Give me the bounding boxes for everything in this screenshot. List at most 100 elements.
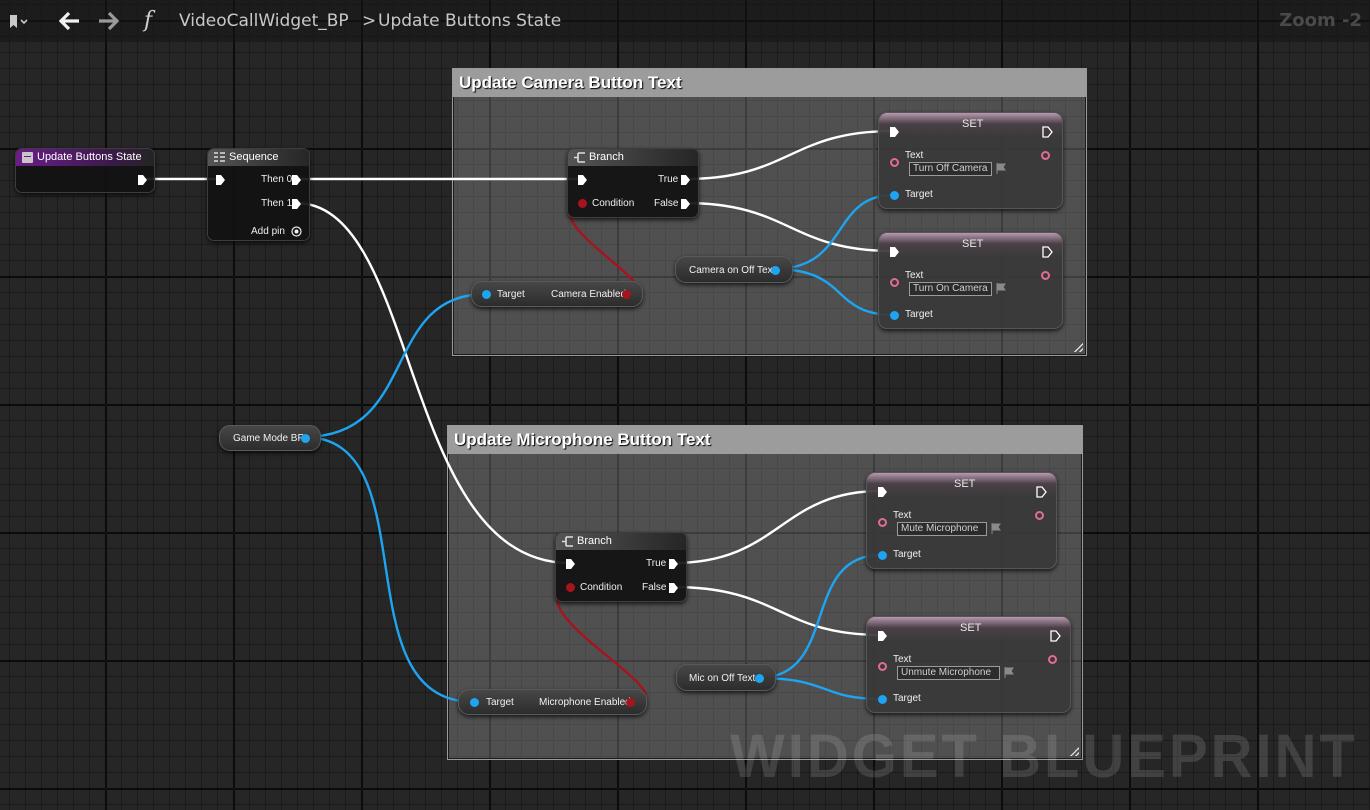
sequence-icon [214, 152, 225, 162]
back-arrow-icon[interactable] [58, 10, 82, 32]
localization-flag-icon[interactable] [1004, 667, 1015, 678]
pin-label-text: Text [905, 270, 924, 281]
text-value-field[interactable]: Turn Off Camera [909, 162, 992, 176]
exec-out-pin-icon[interactable] [1050, 630, 1061, 642]
text-value-field[interactable]: Mute Microphone [897, 522, 987, 536]
object-out-pin-icon[interactable] [755, 674, 764, 683]
graph-toolbar: f VideoCallWidget_BP > Update Buttons St… [0, 0, 1370, 42]
exec-in-pin-icon[interactable] [889, 246, 900, 258]
branch-icon [574, 152, 585, 163]
text-in-pin-icon[interactable] [890, 158, 899, 167]
forward-arrow-icon[interactable] [96, 10, 120, 32]
target-pin-icon[interactable] [890, 191, 899, 200]
text-out-pin-icon[interactable] [1035, 511, 1044, 520]
branch-icon [562, 536, 573, 547]
localization-flag-icon[interactable] [991, 523, 1002, 534]
target-pin-icon[interactable] [890, 311, 899, 320]
localization-flag-icon[interactable] [996, 163, 1007, 174]
node-sequence[interactable]: Sequence Then 0 Then 1 Add pin [207, 148, 310, 241]
bookmark-icon[interactable] [8, 13, 30, 31]
text-value-field[interactable]: Turn On Camera [909, 282, 992, 296]
resize-handle-icon[interactable] [1069, 746, 1079, 756]
node-set-unmute-microphone[interactable]: SET Text Unmute Microphone Target [866, 616, 1071, 713]
condition-pin-icon[interactable] [578, 199, 587, 208]
node-title: SET [962, 118, 984, 130]
comment-microphone-title[interactable]: Update Microphone Button Text [448, 426, 1082, 454]
pin-label-target: Target [486, 697, 514, 708]
exec-out-pin-icon[interactable] [1042, 126, 1053, 138]
resize-handle-icon[interactable] [1073, 342, 1083, 352]
pin-label-condition: Condition [592, 198, 635, 209]
exec-in-pin-icon[interactable] [577, 174, 588, 186]
object-out-pin-icon[interactable] [771, 266, 780, 275]
text-in-pin-icon[interactable] [878, 662, 887, 671]
text-in-pin-icon[interactable] [878, 518, 887, 527]
boolean-out-pin-icon[interactable] [622, 290, 631, 299]
target-pin-icon[interactable] [482, 290, 491, 299]
exec-out-pin-icon[interactable] [291, 174, 302, 186]
pin-label-false: False [642, 582, 667, 593]
breadcrumb-function[interactable]: Update Buttons State [378, 11, 562, 31]
target-pin-icon[interactable] [878, 695, 887, 704]
exec-out-pin-icon[interactable] [668, 582, 679, 594]
exec-out-pin-icon[interactable] [668, 558, 679, 570]
target-pin-icon[interactable] [470, 698, 479, 707]
pin-label-text: Text [893, 510, 912, 521]
node-microphone-enabled[interactable]: Target Microphone Enabled [458, 689, 647, 715]
breadcrumb-blueprint[interactable]: VideoCallWidget_BP [179, 11, 349, 31]
node-title: SET [954, 478, 976, 490]
node-mic-on-off-text[interactable]: Mic on Off Text [676, 664, 776, 691]
add-pin-label[interactable]: Add pin [251, 226, 285, 237]
boolean-out-pin-icon[interactable] [626, 698, 635, 707]
variable-label: Camera on Off Text [689, 265, 776, 276]
node-camera-enabled[interactable]: Target Camera Enabled [471, 281, 643, 307]
comment-camera-title[interactable]: Update Camera Button Text [453, 69, 1086, 97]
node-title: Branch [589, 151, 624, 163]
node-title: Sequence [229, 151, 279, 163]
exec-out-pin-icon[interactable] [137, 174, 148, 186]
pin-label-condition: Condition [580, 582, 623, 593]
text-value-field[interactable]: Unmute Microphone [897, 666, 1000, 680]
exec-in-pin-icon[interactable] [889, 126, 900, 138]
node-game-mode-bp[interactable]: Game Mode BP [219, 425, 321, 451]
exec-in-pin-icon[interactable] [877, 630, 888, 642]
breadcrumb-separator: > [362, 11, 377, 31]
text-out-pin-icon[interactable] [1041, 151, 1050, 160]
pin-label-target: Target [893, 693, 921, 704]
exec-out-pin-icon[interactable] [1036, 486, 1047, 498]
node-title: Branch [577, 535, 612, 547]
text-out-pin-icon[interactable] [1048, 655, 1057, 664]
node-branch-camera[interactable]: Branch True Condition False [567, 148, 699, 218]
target-pin-icon[interactable] [878, 551, 887, 560]
exec-in-pin-icon[interactable] [215, 174, 226, 186]
text-in-pin-icon[interactable] [890, 278, 899, 287]
exec-out-pin-icon[interactable] [680, 198, 691, 210]
pin-label-target: Target [905, 189, 933, 200]
pin-label-then1: Then 1 [261, 198, 293, 209]
exec-in-pin-icon[interactable] [565, 558, 576, 570]
variable-label: Mic on Off Text [689, 673, 756, 684]
pin-label-camera-enabled: Camera Enabled [551, 289, 627, 300]
node-camera-on-off-text[interactable]: Camera on Off Text [675, 256, 793, 283]
object-out-pin-icon[interactable] [301, 434, 310, 443]
pin-label-text: Text [905, 150, 924, 161]
node-branch-microphone[interactable]: Branch True Condition False [555, 532, 687, 602]
node-update-buttons-state[interactable]: Update Buttons State [15, 148, 155, 193]
exec-out-pin-icon[interactable] [1042, 246, 1053, 258]
condition-pin-icon[interactable] [566, 583, 575, 592]
exec-out-pin-icon[interactable] [680, 174, 691, 186]
localization-flag-icon[interactable] [996, 283, 1007, 294]
node-set-turn-off-camera[interactable]: SET Text Turn Off Camera Target [878, 112, 1063, 209]
function-entry-icon [22, 152, 33, 163]
function-icon: f [144, 8, 153, 33]
node-title: SET [960, 622, 982, 634]
node-set-turn-on-camera[interactable]: SET Text Turn On Camera Target [878, 232, 1063, 329]
text-out-pin-icon[interactable] [1041, 271, 1050, 280]
pin-label-then0: Then 0 [261, 174, 293, 185]
exec-out-pin-icon[interactable] [291, 198, 302, 210]
pin-label-target: Target [497, 289, 525, 300]
exec-in-pin-icon[interactable] [877, 486, 888, 498]
add-pin-icon[interactable] [291, 226, 302, 237]
node-set-mute-microphone[interactable]: SET Text Mute Microphone Target [866, 472, 1057, 569]
pin-label-microphone-enabled: Microphone Enabled [539, 697, 631, 708]
